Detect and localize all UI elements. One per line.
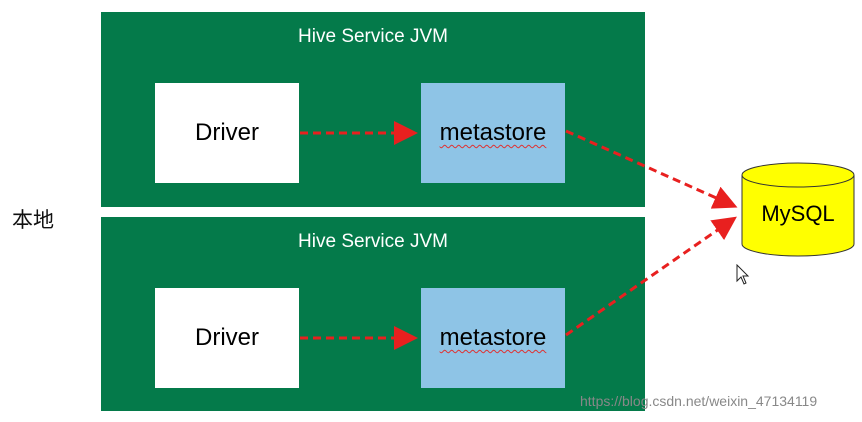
driver-box: Driver <box>155 83 299 183</box>
driver-label: Driver <box>195 324 259 351</box>
metastore-label: metastore <box>439 324 547 351</box>
mouse-pointer-icon <box>736 264 750 285</box>
driver-label: Driver <box>195 119 259 146</box>
hive-service-jvm-bottom: Hive Service JVM Driver metastore <box>101 217 645 411</box>
hive-service-jvm-top: Hive Service JVM Driver metastore <box>101 12 645 207</box>
metastore-box: metastore <box>421 83 565 183</box>
jvm-title: Hive Service JVM <box>298 231 448 252</box>
watermark-text: https://blog.csdn.net/weixin_47134119 <box>580 393 818 409</box>
jvm-title: Hive Service JVM <box>298 26 448 47</box>
metastore-label: metastore <box>439 119 547 146</box>
metastore-box: metastore <box>421 288 565 388</box>
driver-box: Driver <box>155 288 299 388</box>
mysql-label: MySQL <box>761 201 835 226</box>
local-label: 本地 <box>12 208 54 232</box>
